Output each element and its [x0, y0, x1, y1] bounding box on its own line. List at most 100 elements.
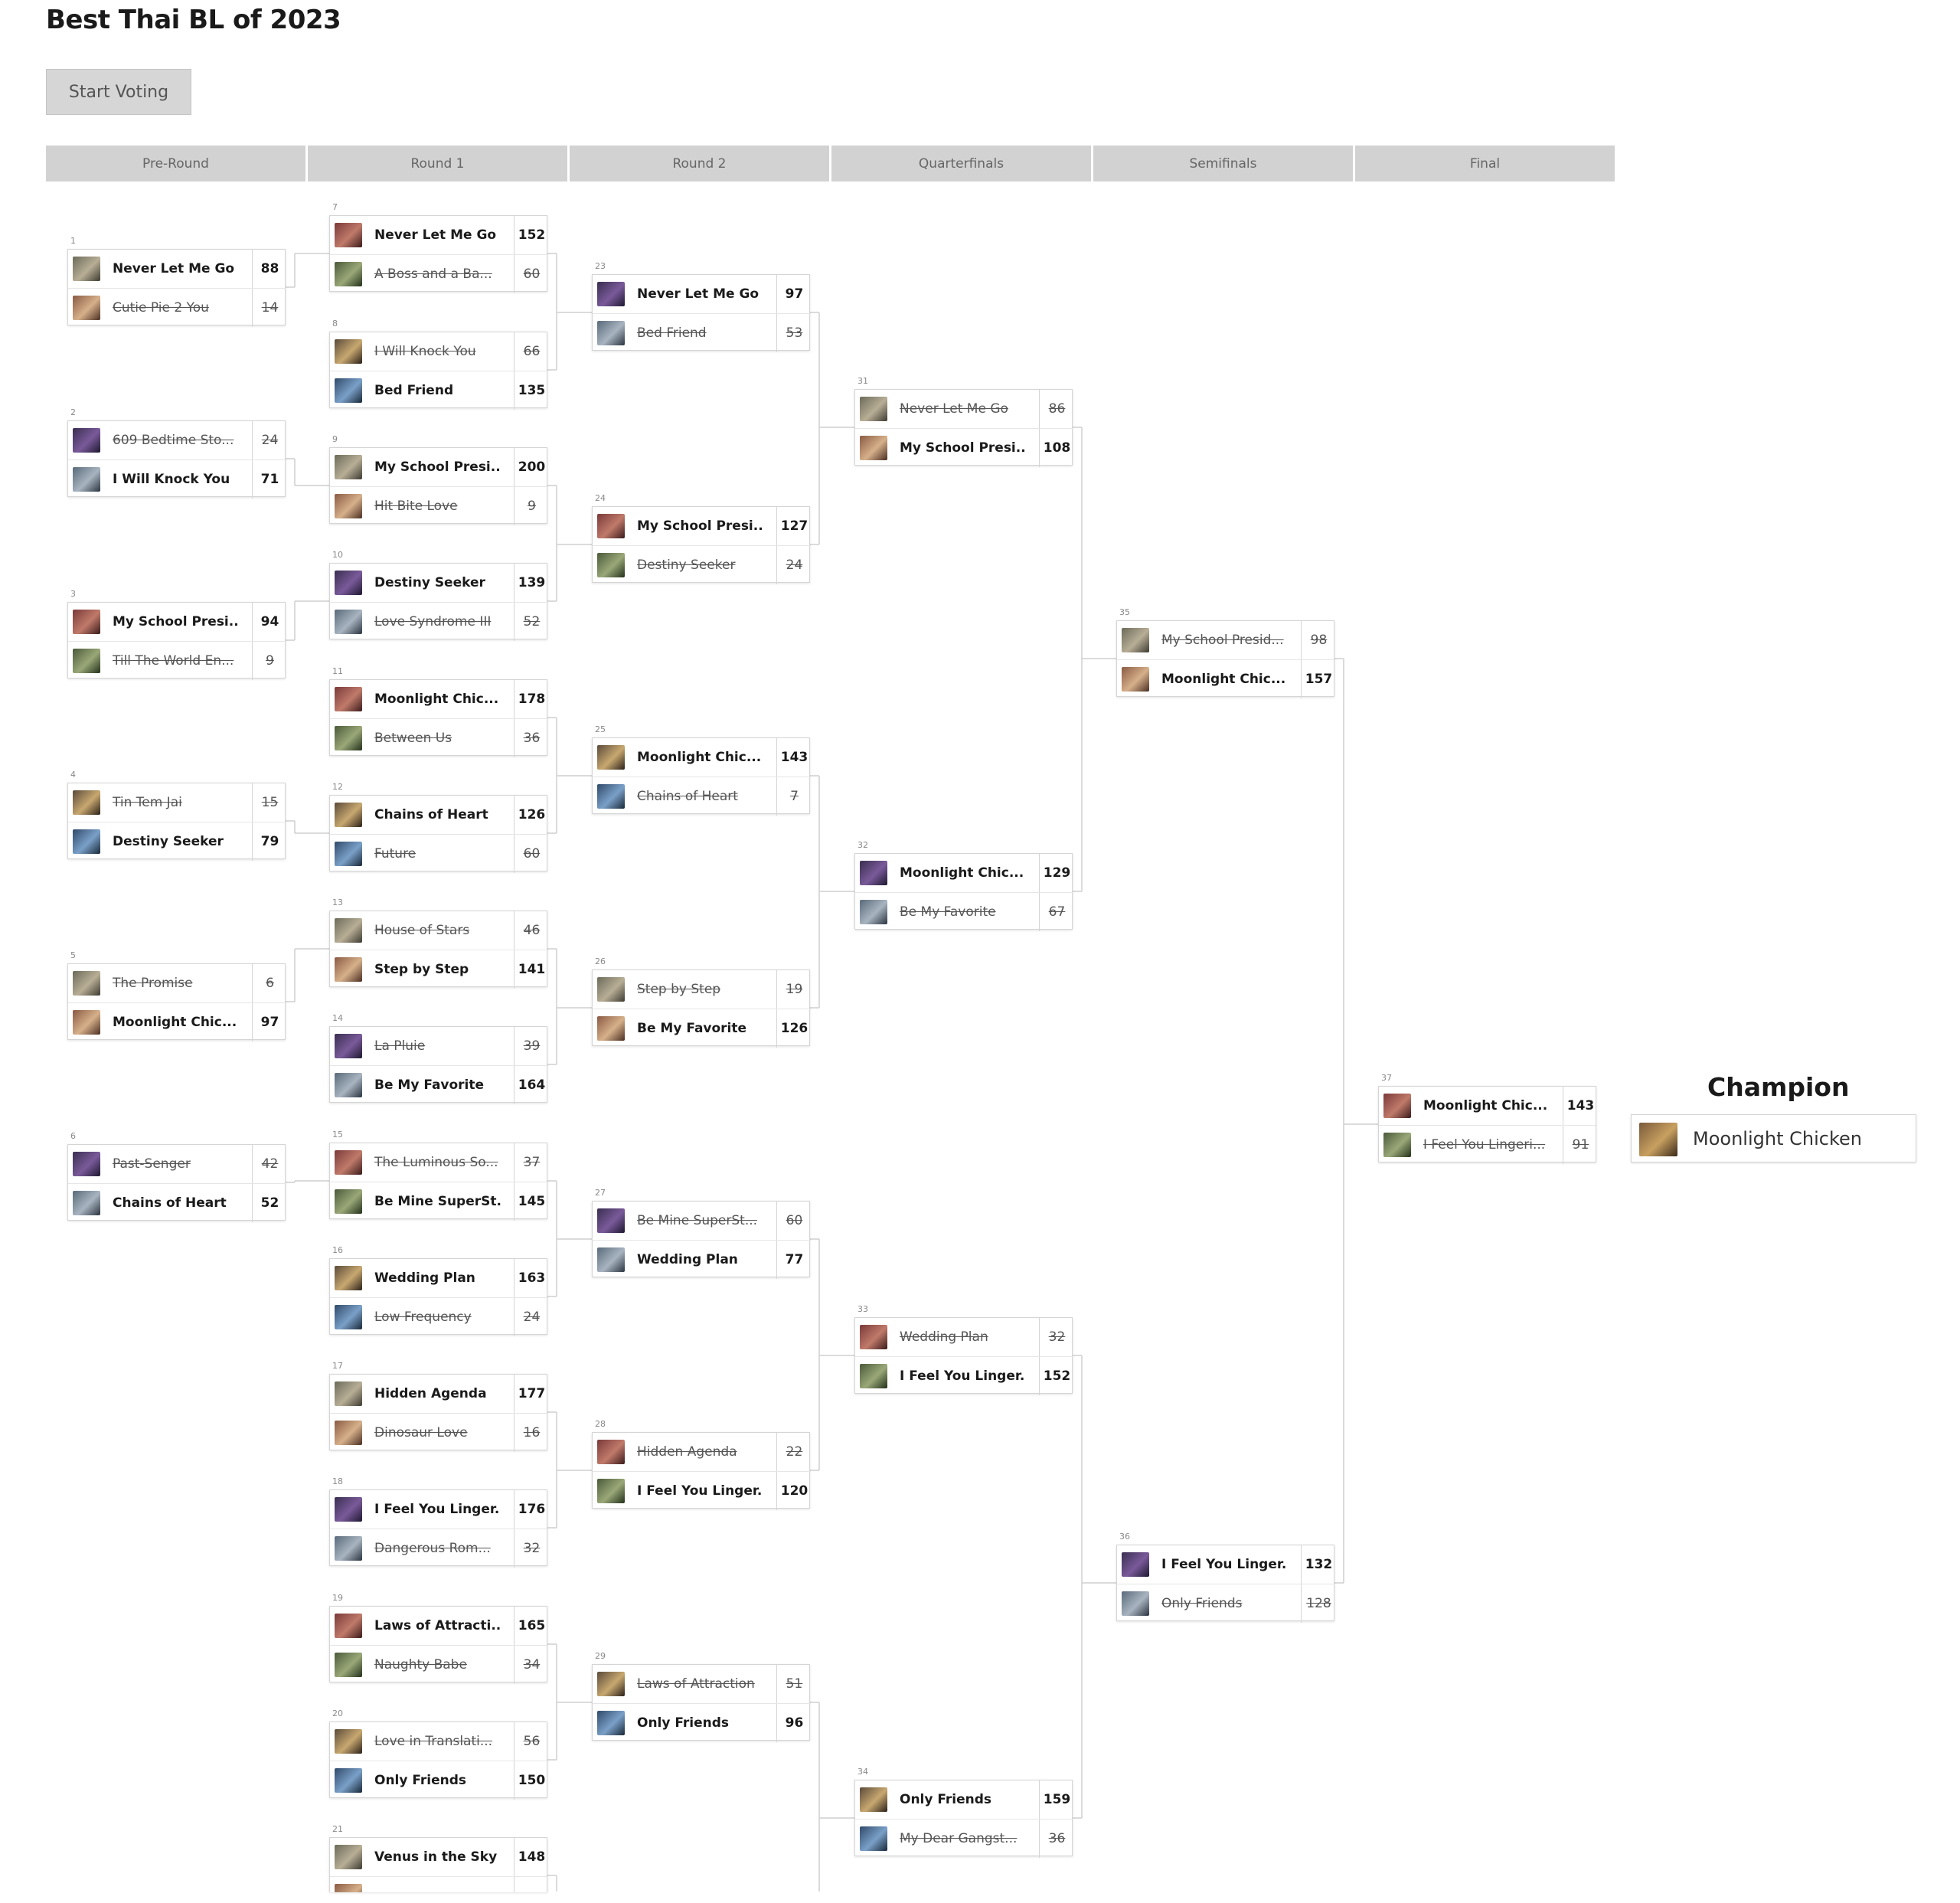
entrant-row[interactable]: Till The World En...9 — [68, 641, 286, 680]
entrant-name: Wedding Plan — [374, 1270, 475, 1286]
entrant-row[interactable]: Dangerous Rom...32 — [330, 1529, 548, 1568]
entrant-row[interactable]: I Feel You Linger...152 — [855, 1356, 1073, 1395]
entrant-row[interactable]: Moonlight Chic...157 — [1117, 659, 1335, 698]
entrant-row[interactable]: 609 Bedtime Sto...24 — [68, 421, 286, 459]
entrant-row[interactable]: Be Mine SuperSt...60 — [593, 1202, 811, 1240]
entrant-score: 141 — [514, 950, 549, 989]
entrant-name: I Feel You Linger... — [637, 1483, 763, 1499]
round-header-quarterfinals: Quarterfinals — [831, 146, 1091, 181]
entrant-name: Hidden Agenda — [637, 1444, 737, 1460]
entrant-name: Be Mine SuperSt... — [637, 1213, 758, 1228]
entrant-row[interactable]: My School Presi...94 — [68, 603, 286, 641]
entrant-name: I Feel You Linger... — [374, 1502, 501, 1517]
entrant-row[interactable]: My School Presi...127 — [593, 507, 811, 545]
poster-thumbnail — [335, 223, 362, 247]
poster-thumbnail — [335, 957, 362, 982]
entrant-row[interactable]: The Luminous So...37 — [330, 1143, 548, 1182]
entrant-row[interactable]: I Feel You Linger...176 — [330, 1490, 548, 1529]
entrant-row[interactable]: My Dear Gangst...36 — [855, 1819, 1073, 1858]
entrant-row[interactable]: Moonlight Chic...143 — [1379, 1087, 1597, 1125]
entrant-row[interactable]: Moonlight Chic...129 — [855, 854, 1073, 892]
match-number: 19 — [332, 1593, 343, 1603]
entrant-name: Laws of Attraction — [637, 1676, 755, 1692]
poster-thumbnail — [597, 1016, 625, 1041]
entrant-row[interactable]: I Feel You Lingeri...91 — [1379, 1125, 1597, 1164]
entrant-row[interactable]: Be Mine SuperSt...145 — [330, 1182, 548, 1221]
entrant-row[interactable]: Love in Translati...56 — [330, 1722, 548, 1761]
entrant-score: 7 — [776, 777, 812, 816]
start-voting-button[interactable]: Start Voting — [46, 69, 191, 115]
entrant-row[interactable]: Moonlight Chic...178 — [330, 680, 548, 718]
entrant-name: 609 Bedtime Sto... — [113, 433, 234, 448]
entrant-row[interactable]: A Boss and a Ba...60 — [330, 254, 548, 293]
entrant-row[interactable]: My School Presi...108 — [855, 428, 1073, 467]
entrant-score: 126 — [514, 796, 549, 834]
poster-thumbnail — [597, 977, 625, 1002]
poster-thumbnail — [335, 494, 362, 518]
match-number: 4 — [70, 770, 76, 780]
entrant-row[interactable]: My School Presi...200 — [330, 448, 548, 486]
entrant-score: 148 — [514, 1838, 547, 1876]
entrant-name: Chains of Heart — [113, 1195, 227, 1211]
entrant-row[interactable]: Laws of Attracti...165 — [330, 1607, 548, 1645]
entrant-row[interactable]: I Feel You Linger...132 — [1117, 1545, 1335, 1584]
match-number: 8 — [332, 319, 338, 329]
match-number: 34 — [858, 1767, 868, 1777]
entrant-row[interactable]: My School Presid...98 — [1117, 621, 1335, 659]
entrant-row[interactable]: Moonlight Chic...97 — [68, 1002, 286, 1041]
entrant-row[interactable] — [330, 1876, 547, 1892]
match-number: 35 — [1119, 607, 1130, 617]
match-number: 12 — [332, 782, 343, 792]
entrant-row[interactable]: Moonlight Chic...143 — [593, 738, 811, 777]
poster-thumbnail — [860, 900, 887, 924]
entrant-row[interactable]: I Feel You Linger...120 — [593, 1471, 811, 1510]
